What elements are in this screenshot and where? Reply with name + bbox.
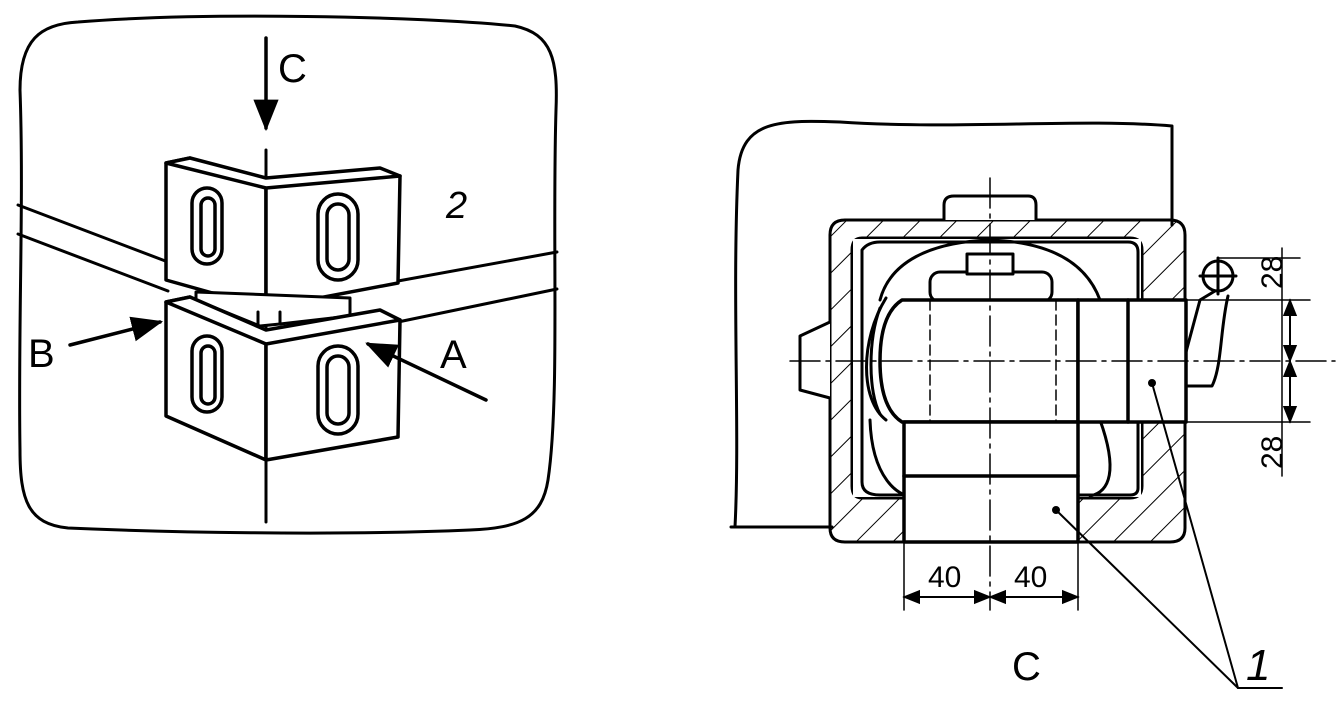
part-1-leaders [1052, 379, 1283, 689]
small-top-tab [928, 252, 1054, 304]
left-view-frame [18, 14, 558, 535]
lower-angle-bracket [164, 295, 402, 462]
slot-icon [190, 334, 224, 414]
slot-icon [325, 202, 351, 272]
lower-bracket-slots [190, 334, 360, 436]
inner-liner [860, 240, 1140, 497]
slot-icon [325, 354, 351, 426]
dim-40-right: 40 [1014, 561, 1047, 594]
wall-outline [733, 119, 1174, 529]
slot-icon [316, 344, 360, 436]
dimension-arrows [902, 298, 1298, 605]
center-lines [789, 177, 1336, 611]
slot-icon [316, 192, 360, 282]
slot-icon [190, 186, 224, 266]
lever-handle [1184, 256, 1238, 388]
view-c-label: C [1012, 645, 1041, 689]
right-section-view [729, 119, 1336, 689]
left-perspective-view [16, 14, 559, 535]
bottom-block [902, 420, 1080, 544]
arrow-b-icon [68, 316, 164, 347]
arrow-b-label: B [28, 332, 55, 376]
part-number-2: 2 [445, 185, 467, 227]
dim-28-top: 28 [1256, 256, 1289, 289]
left-lug [798, 320, 832, 400]
dim-28-bottom: 28 [1256, 436, 1289, 469]
upper-bracket-slots [190, 186, 360, 282]
dim-40-left: 40 [928, 561, 961, 594]
beam-lines [16, 203, 559, 324]
slot-icon [199, 196, 217, 258]
arrow-a-label: A [440, 333, 467, 377]
arrow-c-label: C [278, 47, 307, 91]
slot-icon [199, 344, 217, 406]
part-number-1: 1 [1246, 641, 1270, 690]
arrow-a-icon [365, 342, 488, 402]
